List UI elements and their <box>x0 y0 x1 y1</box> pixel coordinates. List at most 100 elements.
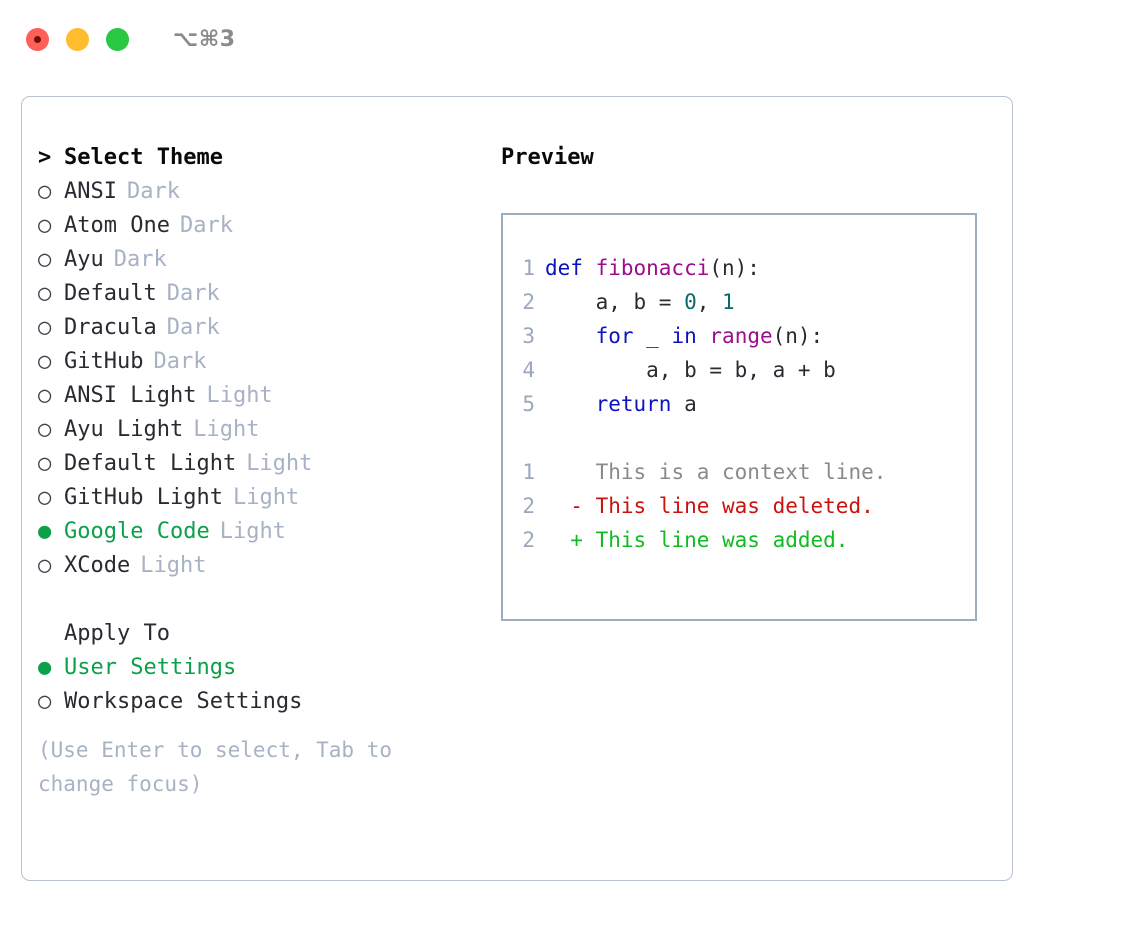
maximize-button-icon[interactable] <box>106 27 129 51</box>
line-number: 2 <box>522 290 535 314</box>
line-number: 2 <box>522 494 535 518</box>
code-line: 4 a, b = b, a + b <box>503 353 975 387</box>
radio-unselected-icon: ○ <box>38 179 52 204</box>
theme-option-github[interactable]: ○ GitHub Dark <box>38 345 488 379</box>
code-token: , <box>696 290 723 314</box>
code-token: a <box>671 392 697 416</box>
theme-option-xcode[interactable]: ○ XCode Light <box>38 549 488 583</box>
keyboard-hint-text: (Use Enter to select, Tab to change focu… <box>38 738 393 796</box>
code-token <box>545 392 596 416</box>
radio-unselected-icon: ○ <box>38 213 52 238</box>
code-token: range <box>709 324 773 348</box>
code-token: fibonacci <box>595 256 710 280</box>
diff-sample: 1 This is a context line. 2 - This line w… <box>503 455 975 557</box>
theme-option-label: Ayu Light <box>64 417 184 442</box>
apply-to-option-label: User Settings <box>64 655 237 680</box>
apply-to-option-workspace-settings[interactable]: ○ Workspace Settings <box>38 685 488 719</box>
theme-option-label: Ayu <box>64 247 104 272</box>
line-number: 3 <box>522 324 535 348</box>
line-number: 1 <box>522 460 535 484</box>
diff-marker <box>545 460 583 484</box>
diff-text: - This line was deleted. <box>545 489 874 523</box>
apply-to-option-label: Workspace Settings <box>64 689 303 714</box>
theme-category-badge: Dark <box>113 247 167 272</box>
code-token: a, b = <box>545 290 685 314</box>
theme-option-label: Atom One <box>64 213 170 238</box>
close-button-icon[interactable] <box>26 27 49 51</box>
theme-option-label: Dracula <box>64 315 157 340</box>
theme-option-label: ANSI <box>64 179 117 204</box>
diff-text: This is a context line. <box>545 455 887 489</box>
apply-to-option-user-settings[interactable]: ●User Settings <box>38 651 488 685</box>
theme-category-badge: Light <box>193 417 260 442</box>
diff-line-add: 2 + This line was added. <box>503 523 975 557</box>
theme-category-badge: Dark <box>179 213 233 238</box>
code-token: in <box>671 324 697 348</box>
theme-category-badge: Dark <box>166 315 220 340</box>
diff-line-del: 2 - This line was deleted. <box>503 489 975 523</box>
theme-option-dracula[interactable]: ○ Dracula Dark <box>38 311 488 345</box>
code-text: def fibonacci(n): <box>545 251 760 285</box>
prompt-caret-icon: > <box>38 145 52 170</box>
select-theme-title: Select Theme <box>64 145 223 170</box>
code-token: a, b = b, a + b <box>545 358 836 382</box>
diff-content: This line was deleted. <box>582 494 874 518</box>
list-spacer <box>38 583 488 617</box>
window-controls <box>26 27 129 51</box>
preview-gap <box>503 421 975 455</box>
diff-marker: + <box>545 528 583 552</box>
code-token: 0 <box>684 290 697 314</box>
radio-selected-icon: ● <box>38 519 52 544</box>
line-number: 2 <box>522 528 535 552</box>
code-token: _ <box>633 324 672 348</box>
line-number: 1 <box>522 256 535 280</box>
theme-option-label: Google Code <box>64 519 210 544</box>
code-token: 1 <box>722 290 735 314</box>
code-text: a, b = b, a + b <box>545 353 836 387</box>
radio-unselected-icon: ○ <box>38 281 52 306</box>
code-token: (n): <box>709 256 760 280</box>
theme-option-label: GitHub <box>64 349 144 374</box>
radio-unselected-icon: ○ <box>38 689 52 714</box>
radio-unselected-icon: ○ <box>38 315 52 340</box>
theme-option-atom-one[interactable]: ○ Atom One Dark <box>38 209 488 243</box>
line-number: 5 <box>522 392 535 416</box>
code-token <box>697 324 710 348</box>
code-token: (n): <box>772 324 824 348</box>
diff-marker: - <box>545 494 583 518</box>
preview-title: Preview <box>501 145 594 170</box>
code-text: a, b = 0, 1 <box>545 285 735 319</box>
theme-category-badge: Dark <box>153 349 207 374</box>
theme-option-google-code[interactable]: ● Google Code Light <box>38 515 488 549</box>
code-token: for <box>595 324 634 348</box>
radio-unselected-icon: ○ <box>38 485 52 510</box>
radio-unselected-icon: ○ <box>38 553 52 578</box>
apply-to-header: Apply To <box>38 617 488 651</box>
select-theme-header: > Select Theme <box>38 141 488 175</box>
theme-category-badge: Light <box>219 519 286 544</box>
theme-option-label: Default Light <box>64 451 237 476</box>
code-text: return a <box>545 387 697 421</box>
theme-category-badge: Dark <box>166 281 220 306</box>
radio-unselected-icon: ○ <box>38 349 52 374</box>
code-token: def <box>545 256 596 280</box>
theme-category-badge: Light <box>232 485 300 510</box>
minimize-button-icon[interactable] <box>66 27 89 51</box>
diff-content: This is a context line. <box>582 460 887 484</box>
theme-option-label: XCode <box>64 553 131 578</box>
code-text: for _ in range(n): <box>545 319 824 353</box>
theme-category-badge: Light <box>140 553 207 578</box>
